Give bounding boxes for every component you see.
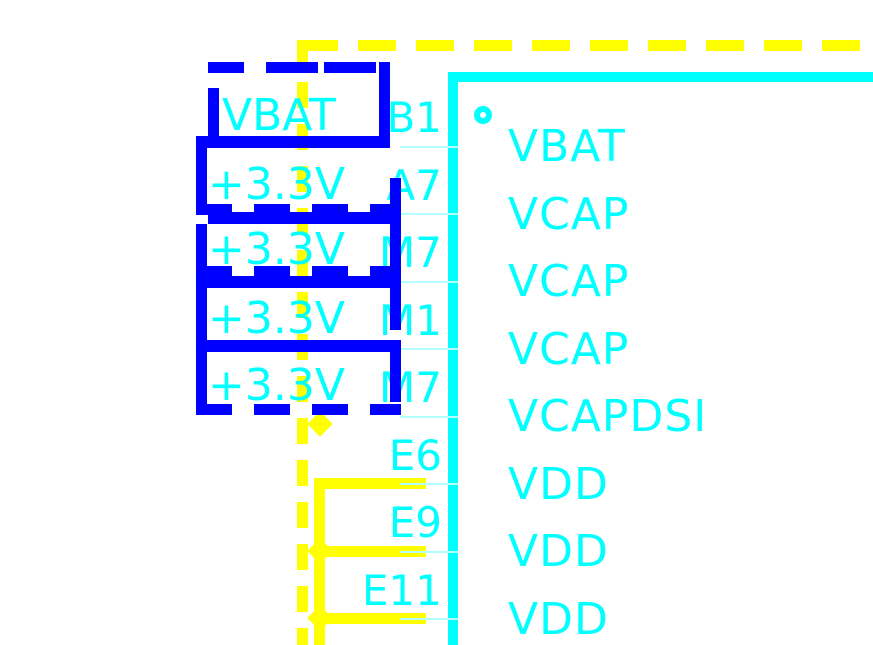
junction-dot-top [307,411,333,437]
pin-name: VCAP [508,324,630,375]
wire-stub-e6[interactable] [314,478,426,489]
pin-number: M1 [379,296,442,345]
pin-name: VDD [508,459,609,510]
wire-stub-e9[interactable] [314,546,426,557]
highlight-left-edge[interactable] [208,88,219,140]
highlight-right-edge[interactable] [390,178,401,228]
net-label-3v3[interactable]: +3.3V [208,293,345,344]
pin-separator [400,416,458,418]
pin-separator [400,483,458,485]
highlight-bottom-edge[interactable] [196,404,401,415]
wire-vbat-rail-horizontal[interactable] [300,40,873,51]
pin-number: M7 [379,363,442,412]
highlight-right-edge[interactable] [390,270,401,330]
pin-name: VCAP [508,256,630,307]
pin-number: E6 [388,431,442,480]
pin-name: VDD [508,594,609,645]
pin-1-circle-icon [474,106,492,124]
component-body-left-edge [448,72,458,645]
net-label-vbat[interactable]: VBAT [222,90,336,141]
highlight-row4-bar[interactable] [196,340,390,352]
pin-separator [400,618,458,620]
highlight-row3-bar[interactable] [196,276,390,288]
highlight-right-edge[interactable] [390,224,401,272]
highlight-bottom-edge[interactable] [196,266,401,277]
pin-separator [400,551,458,553]
pin-number: E11 [362,566,442,615]
pin-name: VCAP [508,189,630,240]
wire-stub-e11[interactable] [314,613,426,624]
highlight-right-edge[interactable] [379,62,390,114]
net-label-3v3[interactable]: +3.3V [208,224,345,275]
highlight-left-edge[interactable] [196,160,207,212]
highlight-bottom-right-cap[interactable] [379,114,390,148]
highlight-rail-dash[interactable] [340,62,376,73]
highlight-left-edge[interactable] [196,288,207,342]
pin-number: E9 [388,498,442,547]
highlight-left-edge[interactable] [196,224,207,270]
highlight-right-edge[interactable] [390,340,401,402]
highlight-bottom-left-cap[interactable] [196,136,207,162]
component-body-top-edge [448,72,873,82]
highlight-bottom-edge[interactable] [196,136,390,148]
pin-separator [400,281,458,283]
pin-name: VDD [508,526,609,577]
pin-number: B1 [386,93,442,142]
pin-name: VBAT [508,121,626,172]
highlight-bottom-edge[interactable] [196,204,401,215]
pin-separator [400,146,458,148]
pin-name: VCAPDSI [508,391,708,442]
highlight-rail-dash[interactable] [282,62,318,73]
pin-separator [400,213,458,215]
net-label-3v3[interactable]: +3.3V [208,360,345,411]
highlight-row2-bar[interactable] [208,212,390,224]
highlight-left-edge[interactable] [196,352,207,410]
pin-separator [400,348,458,350]
net-label-3v3[interactable]: +3.3V [208,159,345,210]
